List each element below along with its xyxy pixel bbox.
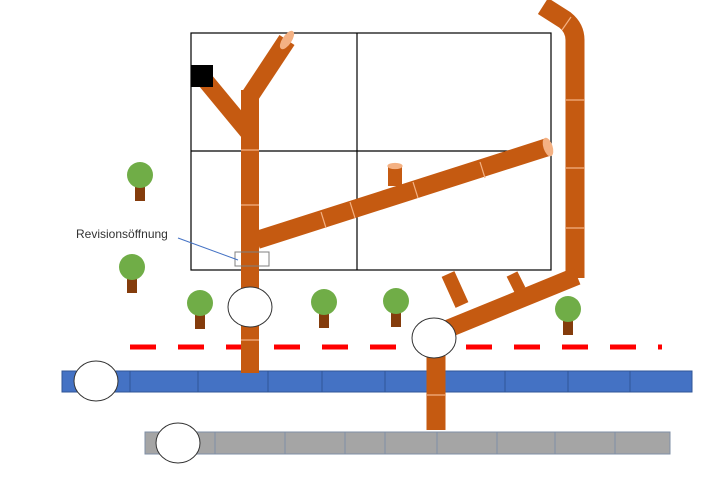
branch-upper-left — [198, 74, 255, 138]
tree — [119, 254, 145, 293]
revision-opening-leader — [177, 237, 239, 261]
secondary-sewer-pipe — [144, 431, 671, 455]
revision-opening-label: Revisionsöffnung — [76, 227, 168, 241]
tree — [311, 289, 337, 328]
branch-upper-right — [242, 35, 295, 101]
manhole — [155, 422, 201, 464]
tree — [127, 162, 153, 201]
tree — [555, 296, 581, 335]
drain-pipes — [198, 0, 585, 430]
right-downpipe — [537, 0, 585, 278]
manholes — [73, 286, 457, 464]
roof-gully — [191, 65, 213, 87]
diagonal-drain — [254, 138, 551, 249]
manhole — [227, 286, 273, 328]
main-sewer-pipe — [61, 370, 693, 393]
lower-stub-1 — [441, 271, 469, 308]
lower-stub-2 — [506, 271, 526, 293]
lower-diagonal — [436, 267, 581, 341]
manhole — [73, 360, 119, 402]
pipe-joints — [241, 16, 585, 396]
manhole — [411, 317, 457, 359]
trees — [119, 162, 581, 335]
tree — [383, 288, 409, 327]
tree — [187, 290, 213, 329]
